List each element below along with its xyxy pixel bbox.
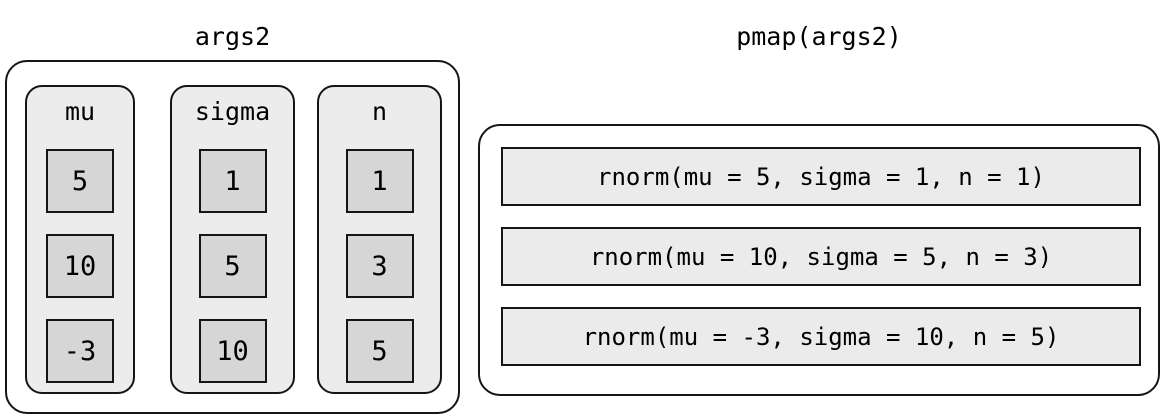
output-panel-title: pmap(args2): [736, 22, 902, 51]
call-row: rnorm(mu = 5, sigma = 1, n = 1): [501, 147, 1141, 206]
value-cell: 1: [198, 149, 267, 213]
call-row: rnorm(mu = -3, sigma = 10, n = 5): [501, 307, 1141, 366]
value-cell: -3: [46, 319, 114, 383]
column-header-sigma: sigma: [194, 97, 271, 126]
column-group-n: n 1 3 5: [317, 85, 442, 394]
column-group-mu: mu 5 10 -3: [25, 85, 135, 394]
value-cell: 10: [46, 234, 114, 298]
value-cell: 10: [198, 319, 267, 383]
column-header-n: n: [371, 97, 388, 126]
column-header-mu: mu: [64, 97, 96, 126]
value-cell: 1: [345, 149, 414, 213]
value-cell: 5: [198, 234, 267, 298]
value-cell: 5: [46, 149, 114, 213]
value-cell: 3: [345, 234, 414, 298]
column-group-sigma: sigma 1 5 10: [170, 85, 295, 394]
output-results-container: rnorm(mu = 5, sigma = 1, n = 1) rnorm(mu…: [478, 124, 1160, 396]
input-panel-title: args2: [194, 22, 271, 51]
value-cell: 5: [345, 319, 414, 383]
call-row: rnorm(mu = 10, sigma = 5, n = 3): [501, 227, 1141, 286]
input-args-container: mu 5 10 -3 sigma 1 5 10 n 1 3 5: [5, 60, 460, 414]
